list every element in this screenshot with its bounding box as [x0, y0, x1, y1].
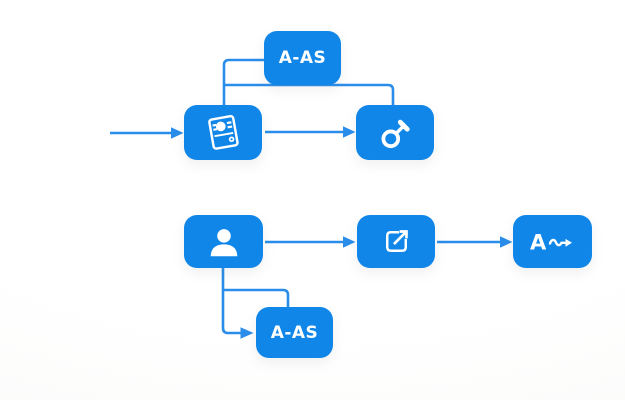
node-person[interactable] — [184, 215, 263, 268]
connector-person-to-aas-top — [223, 288, 290, 307]
arrow-person-to-aas — [221, 268, 254, 339]
node-key[interactable] — [356, 105, 434, 160]
a-squiggle-arrow-icon: A — [530, 230, 572, 254]
person-icon — [210, 228, 237, 256]
external-link-icon — [385, 230, 408, 252]
entry-arrow — [110, 127, 184, 139]
node-aas-bottom-label: A-AS — [270, 322, 319, 343]
arrow-share-to-a-arrow — [437, 236, 513, 248]
connector-aas-to-image — [222, 58, 264, 105]
node-aas-top[interactable]: A-AS — [264, 31, 341, 85]
arrow-image-to-key — [265, 126, 356, 138]
node-aas-top-label: A-AS — [278, 48, 327, 68]
node-a-arrow[interactable]: A — [513, 215, 592, 268]
photo-card-icon — [208, 114, 239, 150]
arrow-person-to-share — [265, 236, 356, 248]
connector-aas-to-key — [224, 83, 395, 105]
key-icon — [381, 119, 410, 148]
node-share[interactable] — [357, 215, 435, 268]
a-glyph: A — [530, 230, 547, 254]
node-image[interactable] — [184, 105, 262, 160]
node-aas-bottom[interactable]: A-AS — [256, 307, 333, 358]
